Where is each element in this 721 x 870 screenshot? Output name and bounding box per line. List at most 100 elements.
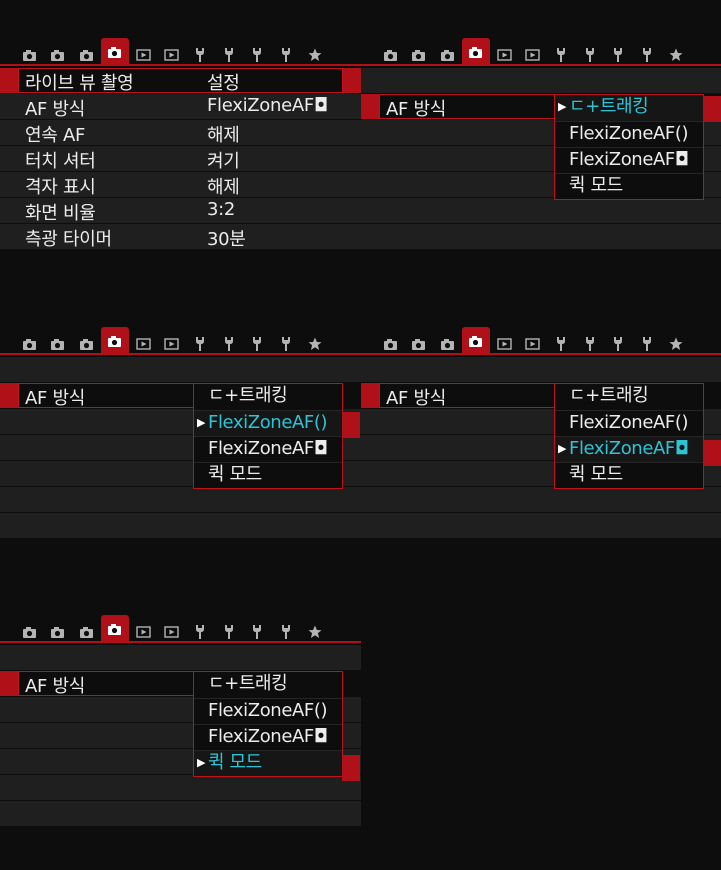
- menu-row-metering-timer[interactable]: 측광 타이머 30분: [0, 224, 361, 250]
- setup-4-icon[interactable]: [272, 44, 301, 66]
- camera-3-icon[interactable]: [72, 621, 101, 643]
- my-menu-star-icon[interactable]: [661, 333, 690, 355]
- camera-1-icon[interactable]: [376, 333, 405, 355]
- menu-row-empty: [361, 224, 721, 250]
- menu-row-label: AF 방식: [386, 99, 447, 120]
- menu-row-label: 터치 셔터: [25, 151, 96, 172]
- playback-2-icon[interactable]: [157, 333, 186, 355]
- menu-row-label: 측광 타이머: [25, 229, 112, 250]
- playback-1-icon[interactable]: [490, 44, 519, 66]
- menu-row-continuous-af[interactable]: 연속 AF 해제: [0, 120, 361, 146]
- menu-row-grid-display[interactable]: 격자 표시 해제: [0, 172, 361, 198]
- playback-1-icon[interactable]: [129, 621, 158, 643]
- playback-2-icon[interactable]: [518, 44, 547, 66]
- setup-1-icon[interactable]: [547, 44, 576, 66]
- af-option-flexizone-multi[interactable]: FlexiZoneAF(): [194, 698, 342, 724]
- my-menu-star-icon[interactable]: [300, 621, 329, 643]
- af-option-quick-mode[interactable]: 퀵 모드: [194, 462, 342, 488]
- setup-2-icon[interactable]: [576, 333, 605, 355]
- camera-2-icon[interactable]: [405, 44, 434, 66]
- menu-row-label: AF 방식: [386, 388, 447, 409]
- setup-1-icon[interactable]: [547, 333, 576, 355]
- playback-1-icon[interactable]: [129, 44, 158, 66]
- af-option-face-tracking[interactable]: ㄷ+트래킹: [555, 384, 703, 410]
- camera-2-icon[interactable]: [44, 333, 73, 355]
- camera-1-icon[interactable]: [376, 44, 405, 66]
- af-option-label: FlexiZoneAF(): [208, 700, 328, 721]
- camera-live-view-icon[interactable]: [461, 327, 490, 355]
- af-option-flexizone-single[interactable]: ▶FlexiZoneAF◘: [555, 436, 703, 462]
- af-option-face-tracking[interactable]: ㄷ+트래킹: [194, 672, 342, 698]
- menu-row-label: AF 방식: [25, 676, 86, 697]
- playback-2-icon[interactable]: [518, 333, 547, 355]
- playback-1-icon[interactable]: [129, 333, 158, 355]
- af-option-flexizone-multi[interactable]: FlexiZoneAF(): [555, 410, 703, 436]
- af-option-label: 퀵 모드: [569, 175, 623, 196]
- af-option-label: FlexiZoneAF◘: [569, 149, 689, 170]
- camera-1-icon[interactable]: [15, 621, 44, 643]
- camera-2-icon[interactable]: [405, 333, 434, 355]
- setup-1-icon[interactable]: [186, 333, 215, 355]
- af-option-face-tracking[interactable]: ㄷ+트래킹: [194, 384, 342, 410]
- camera-live-view-icon[interactable]: [100, 38, 129, 66]
- setup-3-icon[interactable]: [243, 44, 272, 66]
- menu-row-value: 3:2: [207, 199, 236, 220]
- af-option-flexizone-single[interactable]: FlexiZoneAF◘: [194, 436, 342, 462]
- af-option-face-tracking[interactable]: ▶ㄷ+트래킹: [555, 95, 703, 121]
- setup-2-icon[interactable]: [215, 44, 244, 66]
- menu-row-touch-shutter[interactable]: 터치 셔터 켜기: [0, 146, 361, 172]
- setup-3-icon[interactable]: [243, 333, 272, 355]
- setup-3-icon[interactable]: [604, 44, 633, 66]
- camera-live-view-icon[interactable]: [100, 615, 129, 643]
- setup-4-icon[interactable]: [633, 44, 662, 66]
- af-option-flexizone-single[interactable]: FlexiZoneAF◘: [194, 724, 342, 750]
- af-method-dropdown[interactable]: ㄷ+트래킹▶FlexiZoneAF()FlexiZoneAF◘퀵 모드: [193, 383, 343, 489]
- af-option-flexizone-multi[interactable]: ▶FlexiZoneAF(): [194, 410, 342, 436]
- setup-3-icon[interactable]: [243, 621, 272, 643]
- menu-row-live-view-shooting[interactable]: 라이브 뷰 촬영 설정: [0, 68, 361, 94]
- camera-2-icon[interactable]: [44, 44, 73, 66]
- setup-2-icon[interactable]: [576, 44, 605, 66]
- camera-live-view-icon[interactable]: [100, 327, 129, 355]
- menu-row-af-method[interactable]: AF 방식 FlexiZoneAF◘: [0, 94, 361, 120]
- menu-row-af-method[interactable]: AF 방식: [0, 671, 361, 697]
- camera-live-view-icon[interactable]: [461, 38, 490, 66]
- menu-row-aspect-ratio[interactable]: 화면 비율 3:2: [0, 198, 361, 224]
- my-menu-star-icon[interactable]: [661, 44, 690, 66]
- playback-1-icon[interactable]: [490, 333, 519, 355]
- playback-2-icon[interactable]: [157, 44, 186, 66]
- camera-1-icon[interactable]: [15, 44, 44, 66]
- menu-row-value: 설정: [207, 73, 240, 94]
- af-option-quick-mode[interactable]: 퀵 모드: [555, 462, 703, 488]
- camera-3-icon[interactable]: [433, 333, 462, 355]
- af-option-quick-mode[interactable]: ▶퀵 모드: [194, 750, 342, 776]
- playback-2-icon[interactable]: [157, 621, 186, 643]
- setup-4-icon[interactable]: [272, 333, 301, 355]
- menu-row-value: 해제: [207, 177, 240, 198]
- setup-2-icon[interactable]: [215, 621, 244, 643]
- my-menu-star-icon[interactable]: [300, 44, 329, 66]
- my-menu-star-icon[interactable]: [300, 333, 329, 355]
- setup-2-icon[interactable]: [215, 333, 244, 355]
- screen-live-view-menu: 라이브 뷰 촬영 설정 AF 방식 FlexiZoneAF◘ 연속 AF 해제 …: [0, 38, 361, 293]
- setup-4-icon[interactable]: [633, 333, 662, 355]
- selection-arrow-icon: ▶: [558, 442, 567, 455]
- camera-3-icon[interactable]: [72, 44, 101, 66]
- camera-2-icon[interactable]: [44, 621, 73, 643]
- af-option-flexizone-single[interactable]: FlexiZoneAF◘: [555, 147, 703, 173]
- camera-1-icon[interactable]: [15, 333, 44, 355]
- setup-1-icon[interactable]: [186, 44, 215, 66]
- setup-3-icon[interactable]: [604, 333, 633, 355]
- af-option-quick-mode[interactable]: 퀵 모드: [555, 173, 703, 199]
- camera-3-icon[interactable]: [72, 333, 101, 355]
- menu-row-label: 연속 AF: [25, 125, 86, 146]
- setup-4-icon[interactable]: [272, 621, 301, 643]
- setup-1-icon[interactable]: [186, 621, 215, 643]
- camera-3-icon[interactable]: [433, 44, 462, 66]
- af-option-flexizone-multi[interactable]: FlexiZoneAF(): [555, 121, 703, 147]
